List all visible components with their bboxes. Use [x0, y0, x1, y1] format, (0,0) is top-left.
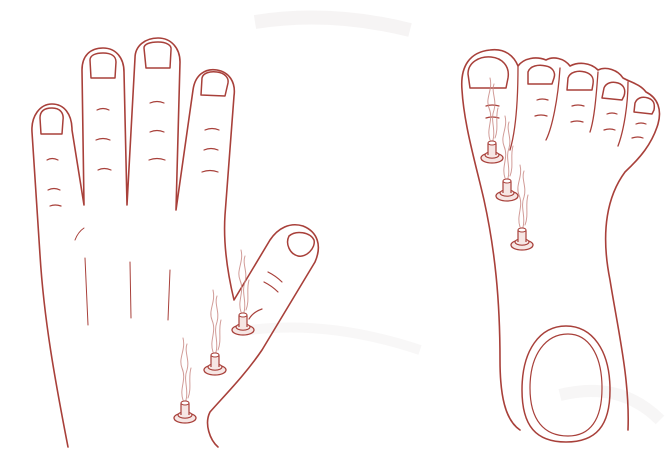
- middle-nail: [144, 42, 171, 68]
- moxa-cone-icon: [174, 338, 196, 423]
- thumb-nail: [288, 233, 315, 257]
- toe5-nail: [634, 97, 654, 114]
- index-nail: [201, 72, 228, 96]
- big-toe-nail: [468, 57, 508, 88]
- foot-outline: [462, 50, 660, 430]
- ring-nail: [90, 53, 116, 78]
- foot-heel-pad: [522, 326, 610, 442]
- smoke-wisp: [181, 338, 191, 400]
- moxa-cone-icon: [204, 290, 226, 375]
- hand-moxa-cones: [174, 250, 254, 423]
- hand-outline: [32, 38, 318, 447]
- toe3-nail: [567, 71, 593, 90]
- smoke-wisp: [518, 165, 528, 227]
- smoke-wisp: [211, 290, 221, 352]
- smoke-wisp: [239, 250, 249, 312]
- moxa-cone-icon: [232, 250, 254, 335]
- toe2-nail: [528, 65, 555, 84]
- hand-bone-lines: [75, 228, 170, 325]
- foot-figure: [462, 50, 660, 442]
- toe4-nail: [602, 82, 625, 100]
- pinky-nail: [40, 108, 63, 134]
- moxa-cone-icon: [481, 78, 503, 163]
- hand-figure: [32, 38, 318, 447]
- moxa-cone-icon: [511, 165, 533, 250]
